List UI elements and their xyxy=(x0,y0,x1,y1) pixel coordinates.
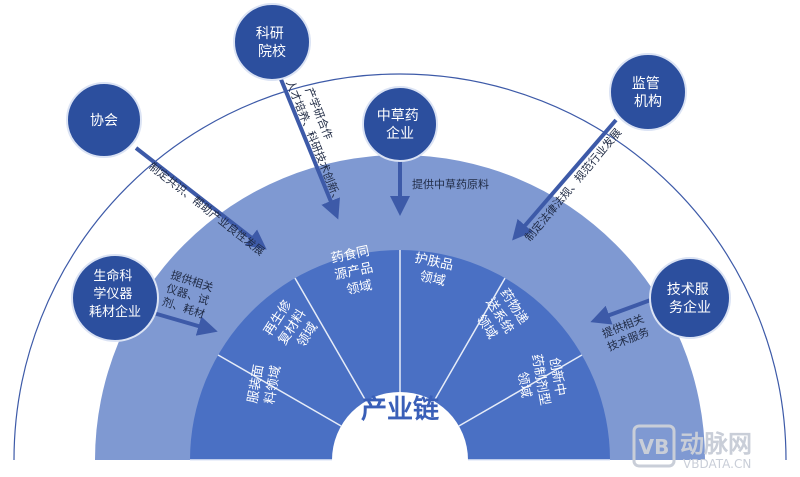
node-jishu: 技术服 务企业 xyxy=(649,257,731,339)
center-label: 产业链 xyxy=(361,394,439,425)
node-zhongcaoyao-label: 中草药 企业 xyxy=(377,108,423,142)
node-jishu-label: 技术服 务企业 xyxy=(667,282,713,316)
node-zhongcaoyao: 中草药 企业 xyxy=(362,86,438,162)
arrow-xiehui xyxy=(134,146,267,250)
arrow-jianguan xyxy=(512,118,618,241)
watermark-logo-letters: VB xyxy=(639,435,670,459)
node-keyan: 科研 院校 xyxy=(233,3,311,81)
arrow-yiqi xyxy=(149,310,218,336)
actor-nodes: 协会 科研 院校 中草药 企业 监管 机构 技术服 xyxy=(66,3,731,342)
node-xiehui-label: 协会 xyxy=(90,113,118,129)
segment-divider xyxy=(433,277,506,402)
segment-divider xyxy=(217,354,342,427)
note-zhongcaoyao: 提供中草药原料 xyxy=(412,177,489,191)
watermark-logo-mark xyxy=(632,424,676,468)
node-jianguan: 监管 机构 xyxy=(609,53,687,131)
node-yiqi: 生命科 学仪器 耗材企业 xyxy=(71,254,159,342)
segment-label-fuzhuang: 服装面 料领域 xyxy=(246,359,285,407)
node-xiehui: 协会 xyxy=(66,82,142,158)
arrow-keyan xyxy=(276,71,340,220)
watermark-brand: 动脉网 xyxy=(680,430,752,458)
node-keyan-label: 科研 院校 xyxy=(256,26,288,60)
connectors xyxy=(134,71,657,336)
arrow-jishu xyxy=(590,296,657,325)
segment-labels: 服装面 料领域 再生修 复材料 领域 药食同 源产品 领域 护肤品 领域 药物递… xyxy=(246,243,569,407)
inner-ring xyxy=(190,250,610,461)
segment-divider xyxy=(458,354,583,427)
node-jianguan-label: 监管 机构 xyxy=(632,76,664,110)
center-disc xyxy=(332,392,468,460)
node-yiqi-label: 生命科 学仪器 耗材企业 xyxy=(89,268,141,320)
outer-boundary-arc xyxy=(13,73,787,461)
segment-divider xyxy=(294,277,367,402)
watermark: VB 动脉网 VBDATA.CN xyxy=(632,424,752,471)
watermark-url: VBDATA.CN xyxy=(683,457,751,471)
